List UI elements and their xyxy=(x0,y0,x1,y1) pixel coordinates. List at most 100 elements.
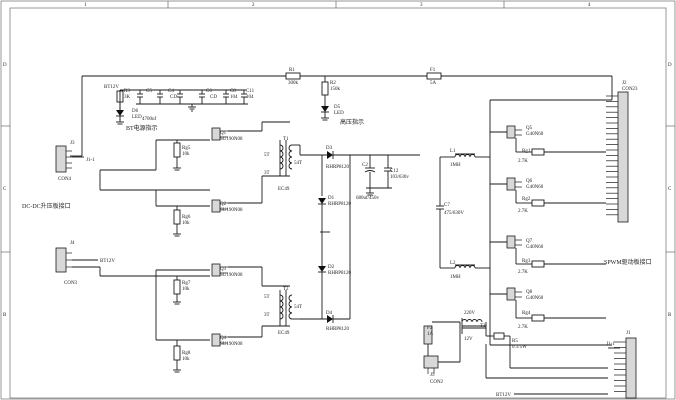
c12-ref: C12 xyxy=(390,169,399,174)
c5-value: 4700uf xyxy=(142,117,157,122)
c2-value: 680uf/450v xyxy=(356,196,380,201)
c5-ref: C5 xyxy=(146,89,152,94)
f2-value: 1A xyxy=(427,332,434,337)
d5-ref: D5 xyxy=(334,105,341,110)
rg1-value: 2.7K xyxy=(518,159,528,164)
d5-value: LED xyxy=(334,111,344,116)
c11-ref: C11 xyxy=(246,89,255,94)
f1-fuse xyxy=(426,72,442,80)
q6-value: G40N60 xyxy=(526,185,544,190)
col-label-4: 4 xyxy=(588,3,591,8)
q6-ref: Q6 xyxy=(526,179,533,184)
rg5-ref: Rg5 xyxy=(182,146,191,151)
r5-resistor xyxy=(493,332,505,340)
q4-value: SU190N08 xyxy=(220,342,243,347)
t3-ref: T3 xyxy=(480,324,486,329)
d4-ref: D4 xyxy=(326,311,333,316)
rg5-value: 10k xyxy=(182,152,190,157)
q7-ref: Q7 xyxy=(526,239,533,244)
t2-3t: 3T xyxy=(264,313,270,318)
d2-ref: D2 xyxy=(328,265,335,270)
col-label-1: 1 xyxy=(84,3,87,8)
input-filter: BT12V C5 4700uf C4 CD C6 xyxy=(104,85,255,122)
d3-ref: D3 xyxy=(326,146,333,151)
h-bridge: Q5 G40N60 Rg1 2.7K Q6 G40N60 Rg2 2.7K Q7… xyxy=(489,99,612,346)
r5-ref: R5 xyxy=(512,339,518,344)
row-label-c-right: C xyxy=(668,187,672,192)
t2-value: EC49 xyxy=(278,331,290,336)
output-filter: L1 1MH C7 475/630V L2 1MH xyxy=(436,149,490,280)
upper-push-pull: Q1 SU190N08 Rg5 10k Q2 SU190N08 Rg6 10k xyxy=(99,121,322,237)
rg4-resistor xyxy=(531,314,545,322)
rg1-resistor xyxy=(531,148,545,156)
j1-pins xyxy=(614,341,626,392)
rg8-value: 10k xyxy=(182,357,190,362)
d1-value: RHRP8120 xyxy=(328,202,352,207)
spwm-label: SPWM驱动板接口 xyxy=(604,258,652,266)
f1-value: 5A xyxy=(430,81,437,86)
rg2-ref: Rg2 xyxy=(522,197,531,202)
rg8-ref: Rg8 xyxy=(182,351,191,356)
r2-ref: R2 xyxy=(330,81,336,86)
top-rail: R1 300k F1 5A xyxy=(70,68,613,157)
d6-ref: D6 xyxy=(132,109,139,114)
rg4-ref: Rg4 xyxy=(522,311,531,316)
t1-54t: 54T xyxy=(294,161,302,166)
q5-ref: Q5 xyxy=(526,126,533,131)
bt12v-top-label: BT12V xyxy=(104,85,119,90)
r1-resistor xyxy=(285,72,301,80)
c7-ref: C7 xyxy=(444,203,450,208)
rg6-ref: Rg6 xyxy=(182,215,191,220)
q2-value: SU190N08 xyxy=(220,208,243,213)
c11-value: 104 xyxy=(246,95,254,100)
r1-ref: R1 xyxy=(289,68,295,73)
r2-value: 150k xyxy=(330,87,341,92)
bt-indicator: R3 3K D6 LED BT电源指示 xyxy=(116,89,158,132)
rg1-ref: Rg1 xyxy=(522,149,531,154)
hv-indicator: R2 150k D5 LED 高压指示 xyxy=(321,76,364,126)
rg7-ref: Rg7 xyxy=(182,281,191,286)
rg5-resistor xyxy=(173,142,181,158)
t1-ref: T1 xyxy=(283,137,289,142)
q3-value: SU190N08 xyxy=(220,273,243,278)
hv-bus-caps: C2 680uf/450v C12 103/630v xyxy=(350,154,420,201)
rg7-value: 10k xyxy=(182,287,190,292)
lower-push-pull: J4 CON3 BT12V Q3 SU190N08 Rg7 10k Q4 SU1… xyxy=(55,241,322,373)
c4-value: CD xyxy=(170,95,177,100)
j1-net-label: J1-1 xyxy=(86,158,95,163)
d6-value: LED xyxy=(132,115,142,120)
c6-value: CD xyxy=(210,95,217,100)
l2-ref: L2 xyxy=(450,261,456,266)
rg8-resistor xyxy=(173,345,181,361)
q3-ref: Q3 xyxy=(220,267,227,272)
l1-ref: L1 xyxy=(450,149,456,154)
j3-value: CON4 xyxy=(58,177,72,182)
j2-connector: J2 CON23 SPWM驱动板接口 xyxy=(604,81,652,266)
r1-value: 300k xyxy=(288,81,299,86)
c2-ref: C2 xyxy=(362,163,368,168)
r2-resistor xyxy=(321,81,329,96)
j1-ref: J1 xyxy=(626,331,631,336)
c12-value: 103/630v xyxy=(390,175,409,180)
l1-value: 1MH xyxy=(450,163,461,168)
j3-ref: J3 xyxy=(70,141,75,146)
j4-value: CON3 xyxy=(64,281,78,286)
bt12v-bottom-label: BT12V xyxy=(496,393,511,398)
c8-value: 104 xyxy=(230,95,238,100)
rg2-resistor xyxy=(531,199,545,207)
col-label-2: 2 xyxy=(252,3,255,8)
j2-pins xyxy=(606,95,618,216)
j2-value: CON23 xyxy=(622,87,638,92)
j2-ref: J2 xyxy=(622,81,627,86)
col-label-3: 3 xyxy=(420,3,423,8)
q2-ref: Q2 xyxy=(220,202,227,207)
rg3-ref: Rg3 xyxy=(522,259,531,264)
f2-ref: F2 xyxy=(427,326,433,331)
q4-ref: Q4 xyxy=(220,336,227,341)
bt-indicator-label: BT电源指示 xyxy=(126,124,158,132)
r3-value: 3K xyxy=(124,95,131,100)
d1-ref: D1 xyxy=(328,196,335,201)
q5-value: G40N60 xyxy=(526,132,544,137)
t1-3t: 3T xyxy=(264,171,270,176)
